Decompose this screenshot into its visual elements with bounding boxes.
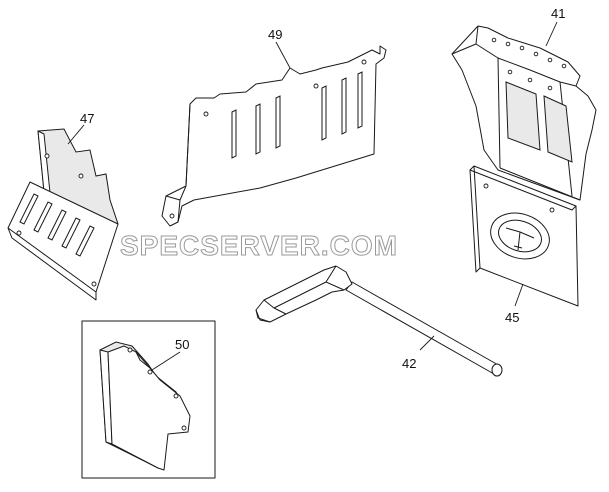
part-41-mudguard [451,25,597,201]
part-47-slots [19,193,95,257]
part-50-frame [81,320,216,479]
label-part-50: 50 [175,337,189,352]
label-part-42: 42 [402,356,416,371]
callout-leaders [67,21,558,371]
part-49-slots [231,71,363,159]
label-part-47: 47 [80,111,94,126]
label-part-45: 45 [505,310,519,325]
part-42-rod [255,265,503,377]
watermark-text: SPECSERVER.COM [120,230,398,261]
label-part-41: 41 [551,6,565,21]
part-49-panel [161,45,387,227]
part-50-inset [81,320,216,479]
part-47-shield [7,128,119,301]
part-45-mudflap [469,165,579,307]
label-part-49: 49 [268,27,282,42]
part-41-holes [491,37,567,91]
